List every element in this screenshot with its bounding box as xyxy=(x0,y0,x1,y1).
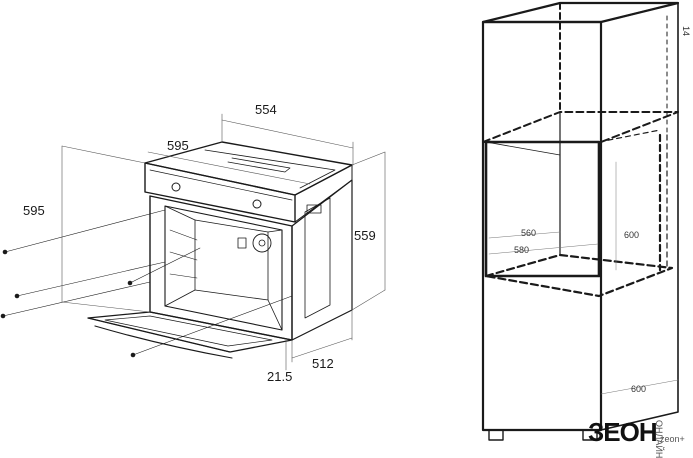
brand-logo-vertical: ОНЛАЙН xyxy=(654,420,665,458)
mounting-screws xyxy=(0,209,293,358)
dim-label-600-depth: 600 xyxy=(631,384,646,394)
oven-knob-left xyxy=(171,182,181,192)
brand-logo-text: ЗЕОН xyxy=(588,417,657,447)
dim-line-595-w xyxy=(147,151,311,185)
screw-line-2 xyxy=(16,261,166,297)
cabinet-right-side xyxy=(600,2,679,431)
screw-line-5 xyxy=(132,295,293,356)
oven-fan xyxy=(252,233,272,253)
brand-site-text: zeon+ xyxy=(660,434,685,444)
oven-side-panel xyxy=(304,197,331,319)
oven-top-vent xyxy=(227,157,291,173)
cabinet-foot-right xyxy=(582,429,598,441)
oven-side-bracket xyxy=(306,204,322,214)
dim-line-554 xyxy=(221,119,354,149)
screw-line-1 xyxy=(4,209,166,253)
screw-line-3 xyxy=(2,281,151,317)
oven-door-glass xyxy=(104,315,273,347)
dim-ext-595h-top xyxy=(61,145,146,164)
screw-3 xyxy=(0,313,6,319)
oven-control-panel xyxy=(144,162,296,223)
oven-door-handle xyxy=(94,325,233,359)
niche-opening xyxy=(484,140,601,278)
screw-line-4 xyxy=(129,247,201,284)
dim-line-600-depth xyxy=(600,379,679,395)
dim-label-14: 14 xyxy=(681,26,691,36)
oven-rail-1 xyxy=(169,229,198,241)
oven-drawing xyxy=(0,113,386,371)
niche-bottom xyxy=(484,253,674,298)
dim-label-21-5: 21.5 xyxy=(267,369,292,384)
oven-cavity-edge-1 xyxy=(164,205,196,221)
niche-top-right xyxy=(598,129,661,143)
dim-label-554: 554 xyxy=(255,102,277,117)
oven-cavity-edge-4 xyxy=(267,299,283,331)
dim-label-595-height: 595 xyxy=(23,203,45,218)
oven-fan-hub xyxy=(258,239,266,247)
dim-label-559: 559 xyxy=(354,228,376,243)
cabinet-front xyxy=(481,20,603,432)
brand-logo: ЗЕОН ОНЛАЙН zeon+ xyxy=(588,417,685,458)
screw-2 xyxy=(14,293,20,299)
cabinet-top xyxy=(481,1,680,24)
cabinet-drawing xyxy=(481,1,680,441)
cabinet-foot-left xyxy=(488,429,504,441)
oven-body-side xyxy=(291,179,353,341)
oven-top-details xyxy=(204,149,336,189)
dim-ext-595h-bot xyxy=(61,301,151,313)
oven-door-edge xyxy=(87,317,231,353)
dim-label-595-width: 595 xyxy=(167,138,189,153)
oven-cavity-edge-2 xyxy=(164,289,196,307)
oven-knob-right xyxy=(252,199,262,209)
oven-panel-side xyxy=(294,164,353,223)
dim-label-512: 512 xyxy=(312,356,334,371)
oven-cavity-edge-3 xyxy=(267,229,283,233)
dim-line-560 xyxy=(488,231,561,239)
dim-line-580 xyxy=(488,243,599,255)
dim-ext-559-top xyxy=(351,151,386,166)
screw-4 xyxy=(127,280,133,286)
oven-door xyxy=(87,311,293,353)
niche-inner-left-top xyxy=(485,141,561,156)
niche-top xyxy=(482,111,679,143)
oven-dimension-lines xyxy=(61,113,386,371)
oven-cavity-back xyxy=(194,219,269,301)
oven-lamp xyxy=(237,237,247,249)
dim-ext-559-bot xyxy=(351,289,386,311)
screw-1 xyxy=(2,249,8,255)
dim-label-600-niche: 600 xyxy=(624,230,639,240)
screw-5 xyxy=(130,352,136,358)
oven-rail-3 xyxy=(169,273,198,279)
dim-label-560: 560 xyxy=(521,228,536,238)
dim-label-580: 580 xyxy=(514,245,529,255)
oven-panel-ridge xyxy=(149,169,293,201)
dim-line-512 xyxy=(291,337,353,359)
